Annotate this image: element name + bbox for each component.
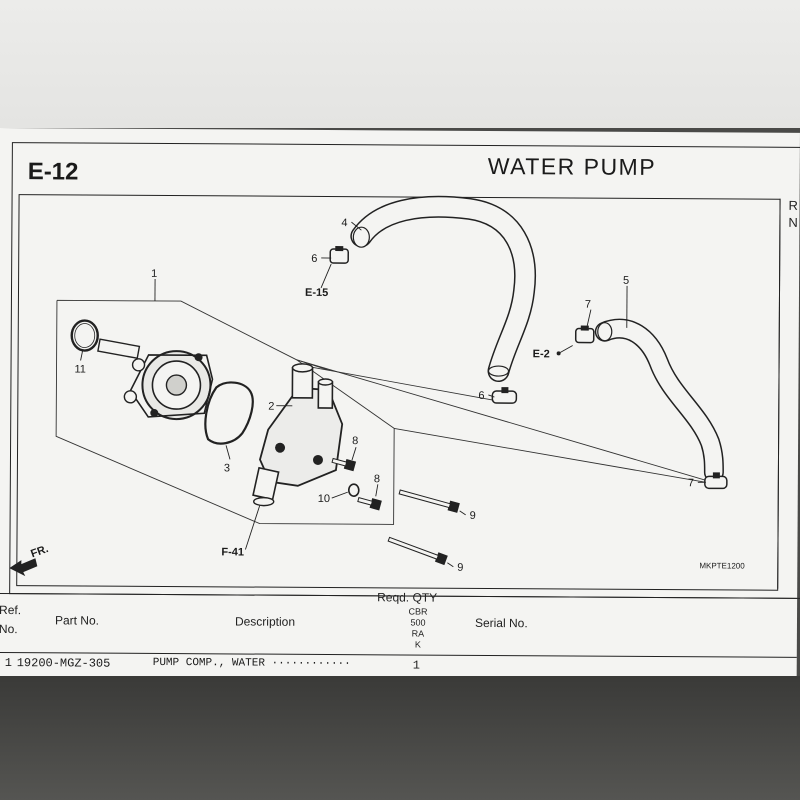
callout-4: 4 xyxy=(341,217,347,229)
front-label: FR. xyxy=(29,543,50,560)
callout-8-lower: 8 xyxy=(374,473,380,485)
row-qty: 1 xyxy=(412,658,420,673)
pump-body xyxy=(97,338,214,421)
hose-clamp xyxy=(491,387,518,404)
bolt-long xyxy=(398,489,460,513)
header-serial-no: Serial No. xyxy=(474,615,528,631)
callout-9-upper: 9 xyxy=(470,510,476,522)
callout-11: 11 xyxy=(74,363,85,375)
leader-line xyxy=(296,359,706,481)
header-part-no: Part No. xyxy=(54,613,100,628)
callout-7-lower: 7 xyxy=(688,477,694,489)
hose-clamp xyxy=(329,246,349,264)
pump-cover xyxy=(252,363,344,507)
header-reqd-qty: Reqd. QTY xyxy=(377,590,438,605)
bolt-short xyxy=(357,496,382,511)
callout-9-lower: 9 xyxy=(457,562,463,574)
callout-2: 2 xyxy=(268,401,274,413)
background-top xyxy=(0,0,800,128)
callout-3: 3 xyxy=(224,462,230,474)
leader-line xyxy=(394,427,706,483)
model-line-3: RA xyxy=(411,628,425,639)
ref-e2: E-2 xyxy=(533,348,550,360)
model-line-2: 500 xyxy=(410,617,426,628)
hose-clamp xyxy=(574,325,595,344)
callout-1: 1 xyxy=(151,268,157,280)
header-model: CBR 500 RA K xyxy=(403,606,433,650)
model-line-4: K xyxy=(414,639,421,650)
o-ring xyxy=(70,319,99,352)
row-ref: 1 xyxy=(4,656,12,671)
row-part-no: 19200-MGZ-305 xyxy=(16,656,111,671)
header-description: Description xyxy=(234,614,296,629)
background-bottom xyxy=(0,676,800,800)
bolt-long xyxy=(387,536,448,566)
bolt-short xyxy=(331,457,357,472)
drawing-code: MKPTE1200 xyxy=(699,561,745,570)
callout-6-upper: 6 xyxy=(311,253,317,265)
model-line-1: CBR xyxy=(408,606,428,617)
row-description: PUMP COMP., WATER ············ xyxy=(152,656,351,671)
leader-line xyxy=(296,359,329,371)
ref-e15: E-15 xyxy=(305,287,328,299)
callout-leaders xyxy=(80,221,706,568)
exploded-parts-diagram: 1 2 3 4 5 6 6 7 7 8 8 9 9 10 11 E-15 E-2… xyxy=(9,195,745,577)
front-arrow-icon xyxy=(9,558,38,577)
callout-7-upper: 7 xyxy=(585,299,591,311)
parts-catalog-page: E-12 WATER PUMP R N xyxy=(0,128,800,685)
header-ref: Ref. xyxy=(0,603,22,618)
gasket xyxy=(204,381,254,445)
washer xyxy=(347,483,360,497)
callout-6-lower: 6 xyxy=(478,390,484,402)
callout-5: 5 xyxy=(623,275,629,287)
assembly-outline xyxy=(55,299,395,525)
callout-8-upper: 8 xyxy=(352,435,358,447)
header-no: No. xyxy=(0,622,18,637)
callout-10: 10 xyxy=(318,493,330,505)
leader-line xyxy=(298,364,499,402)
ref-f41: F-41 xyxy=(221,546,244,558)
